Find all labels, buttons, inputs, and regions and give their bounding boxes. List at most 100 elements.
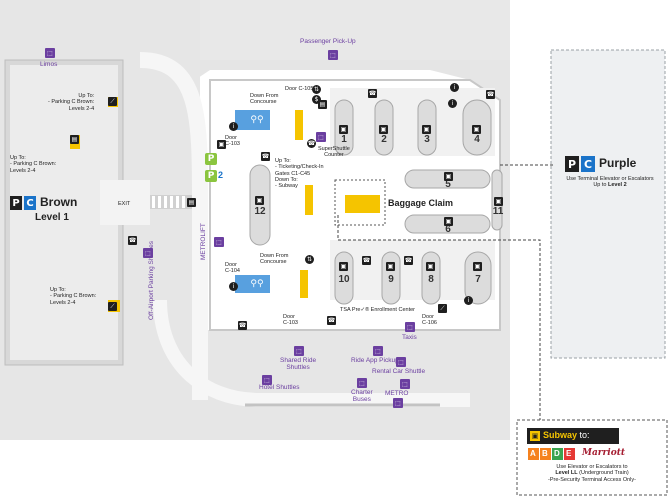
baggage-icon: ▣ [386, 262, 395, 271]
phone-icon: ☎ [362, 256, 371, 265]
baggage-icon: ▣ [217, 140, 226, 149]
baggage-icon: ▣ [444, 172, 453, 181]
baggage-icon: ▣ [422, 125, 431, 134]
rideapp-label: Ride App Pickup [351, 357, 399, 364]
belt-7: 7 [475, 274, 481, 285]
baggage-icon: ▣ [426, 262, 435, 271]
rideapp-icon: ⬚ [373, 346, 383, 356]
elevator-icon: ⇅ [305, 255, 314, 264]
rental-car-icon: ⬚ [396, 357, 406, 367]
purple-parking-name: Purple [599, 156, 637, 170]
belt-3: 3 [424, 134, 430, 145]
escalator-icon: ⟋ [108, 302, 117, 311]
parking-p-badge-brown: P [10, 196, 22, 210]
baggage-icon: ▣ [444, 217, 453, 226]
elevator-icon: ⇅ [312, 85, 321, 94]
parking-p-badge-purple: P [565, 156, 579, 172]
taxi-icon: ⬚ [405, 322, 415, 332]
parking-green-icon-1: P [205, 153, 217, 165]
subway-title: Subway to: [543, 430, 590, 440]
phone-icon: ☎ [238, 321, 247, 330]
taxis-label: Taxis [402, 334, 417, 341]
door-c106: Door C-106 [422, 314, 437, 327]
subway-line-a: A [530, 449, 536, 458]
belt-11: 11 [492, 206, 504, 217]
parking-c-badge-brown: C [24, 196, 36, 210]
shuttle-icon: ⬚ [214, 237, 224, 247]
pickup-icon: ⬚ [328, 50, 338, 60]
belt-12: 12 [254, 206, 266, 217]
phone-icon: ☎ [261, 152, 270, 161]
baggage-icon: ▣ [473, 262, 482, 271]
door-c104: Door C-104 [225, 262, 240, 275]
passenger-pickup-label: Passenger Pick-Up [300, 38, 356, 45]
door-c103b: Door C-103 [283, 314, 298, 327]
supershuttle-icon: ⬚ [316, 132, 326, 142]
brown-parking-level: Level 1 [35, 212, 69, 223]
rental-car-label: Rental Car Shuttle [372, 368, 426, 375]
charter-bus-icon: ⬚ [357, 378, 367, 388]
parking-c-badge-purple: C [581, 156, 595, 172]
phone-icon: ☎ [486, 90, 495, 99]
belt-10: 10 [338, 274, 350, 285]
escalator-icon: ⟋ [438, 304, 447, 313]
elevator-icon: ▤ [318, 100, 327, 109]
phone-icon: ☎ [128, 236, 137, 245]
info-icon: i [448, 99, 457, 108]
belt-8: 8 [428, 274, 434, 285]
baggage-icon: ▣ [472, 125, 481, 134]
tsa-label: TSA Pre✓® Enrollment Center [340, 307, 415, 313]
baggage-icon: ▣ [494, 197, 503, 206]
belt-4: 4 [474, 134, 480, 145]
baggage-icon: ▣ [339, 262, 348, 271]
restroom-icon: ⚲⚲ [250, 115, 264, 125]
info-icon: i [464, 296, 473, 305]
door-c105: Door C-105 [285, 86, 314, 92]
parking-green-level: 2 [218, 170, 224, 180]
elevator-icon: ▤ [70, 135, 79, 144]
marriott-logo: Marriott [582, 448, 626, 458]
subway-icon: ▣ [531, 432, 539, 440]
restroom-icon: ⚲⚲ [250, 279, 264, 289]
phone-icon: ☎ [327, 316, 336, 325]
shuttle-icon: ⬚ [143, 248, 153, 258]
purple-parking-note: Use Terminal Elevator or Escalators Up t… [566, 176, 654, 189]
baggage-icon: ▣ [339, 125, 348, 134]
baggage-claim-label: Baggage Claim [388, 198, 454, 208]
upto-top-left: Up To:- Parking C Brown:Levels 2-4 [48, 93, 95, 112]
upto-mid-left: Up To:- Parking C Brown:Levels 2-4 [10, 155, 57, 174]
belt-5: 5 [445, 179, 451, 190]
belt-9: 9 [388, 274, 394, 285]
info-icon: i [229, 282, 238, 291]
atm-icon: $ [312, 95, 321, 104]
info-icon: i [229, 122, 238, 131]
info-icon: i [450, 83, 459, 92]
metro-bus-icon: ⬚ [393, 398, 403, 408]
phone-icon: ☎ [307, 139, 316, 148]
metro-label: METRO [385, 390, 409, 397]
brown-parking-name: Brown [40, 195, 78, 209]
hotel-shuttles-label: Hotel Shuttles [259, 384, 300, 391]
limos-icon: ⬚ [45, 48, 55, 58]
baggage-icon: ▣ [379, 125, 388, 134]
phone-icon: ☎ [368, 89, 377, 98]
upto-bot-left: Up To:- Parking C Brown:Levels 2-4 [50, 287, 97, 306]
phone-icon: ☎ [404, 256, 413, 265]
limos-label: Limos [40, 61, 58, 68]
baggage-icon: ▣ [255, 196, 264, 205]
shared-ride-icon: ⬚ [294, 346, 304, 356]
metro-icon: ⬚ [400, 379, 410, 389]
belt-2: 2 [381, 134, 387, 145]
door-c103: Door C-103 [225, 135, 240, 148]
belt-1: 1 [341, 134, 347, 145]
exit-label: EXIT [118, 201, 131, 207]
hotel-shuttle-icon: ⬚ [262, 375, 272, 385]
parking-green-icon-2: P [205, 170, 217, 182]
